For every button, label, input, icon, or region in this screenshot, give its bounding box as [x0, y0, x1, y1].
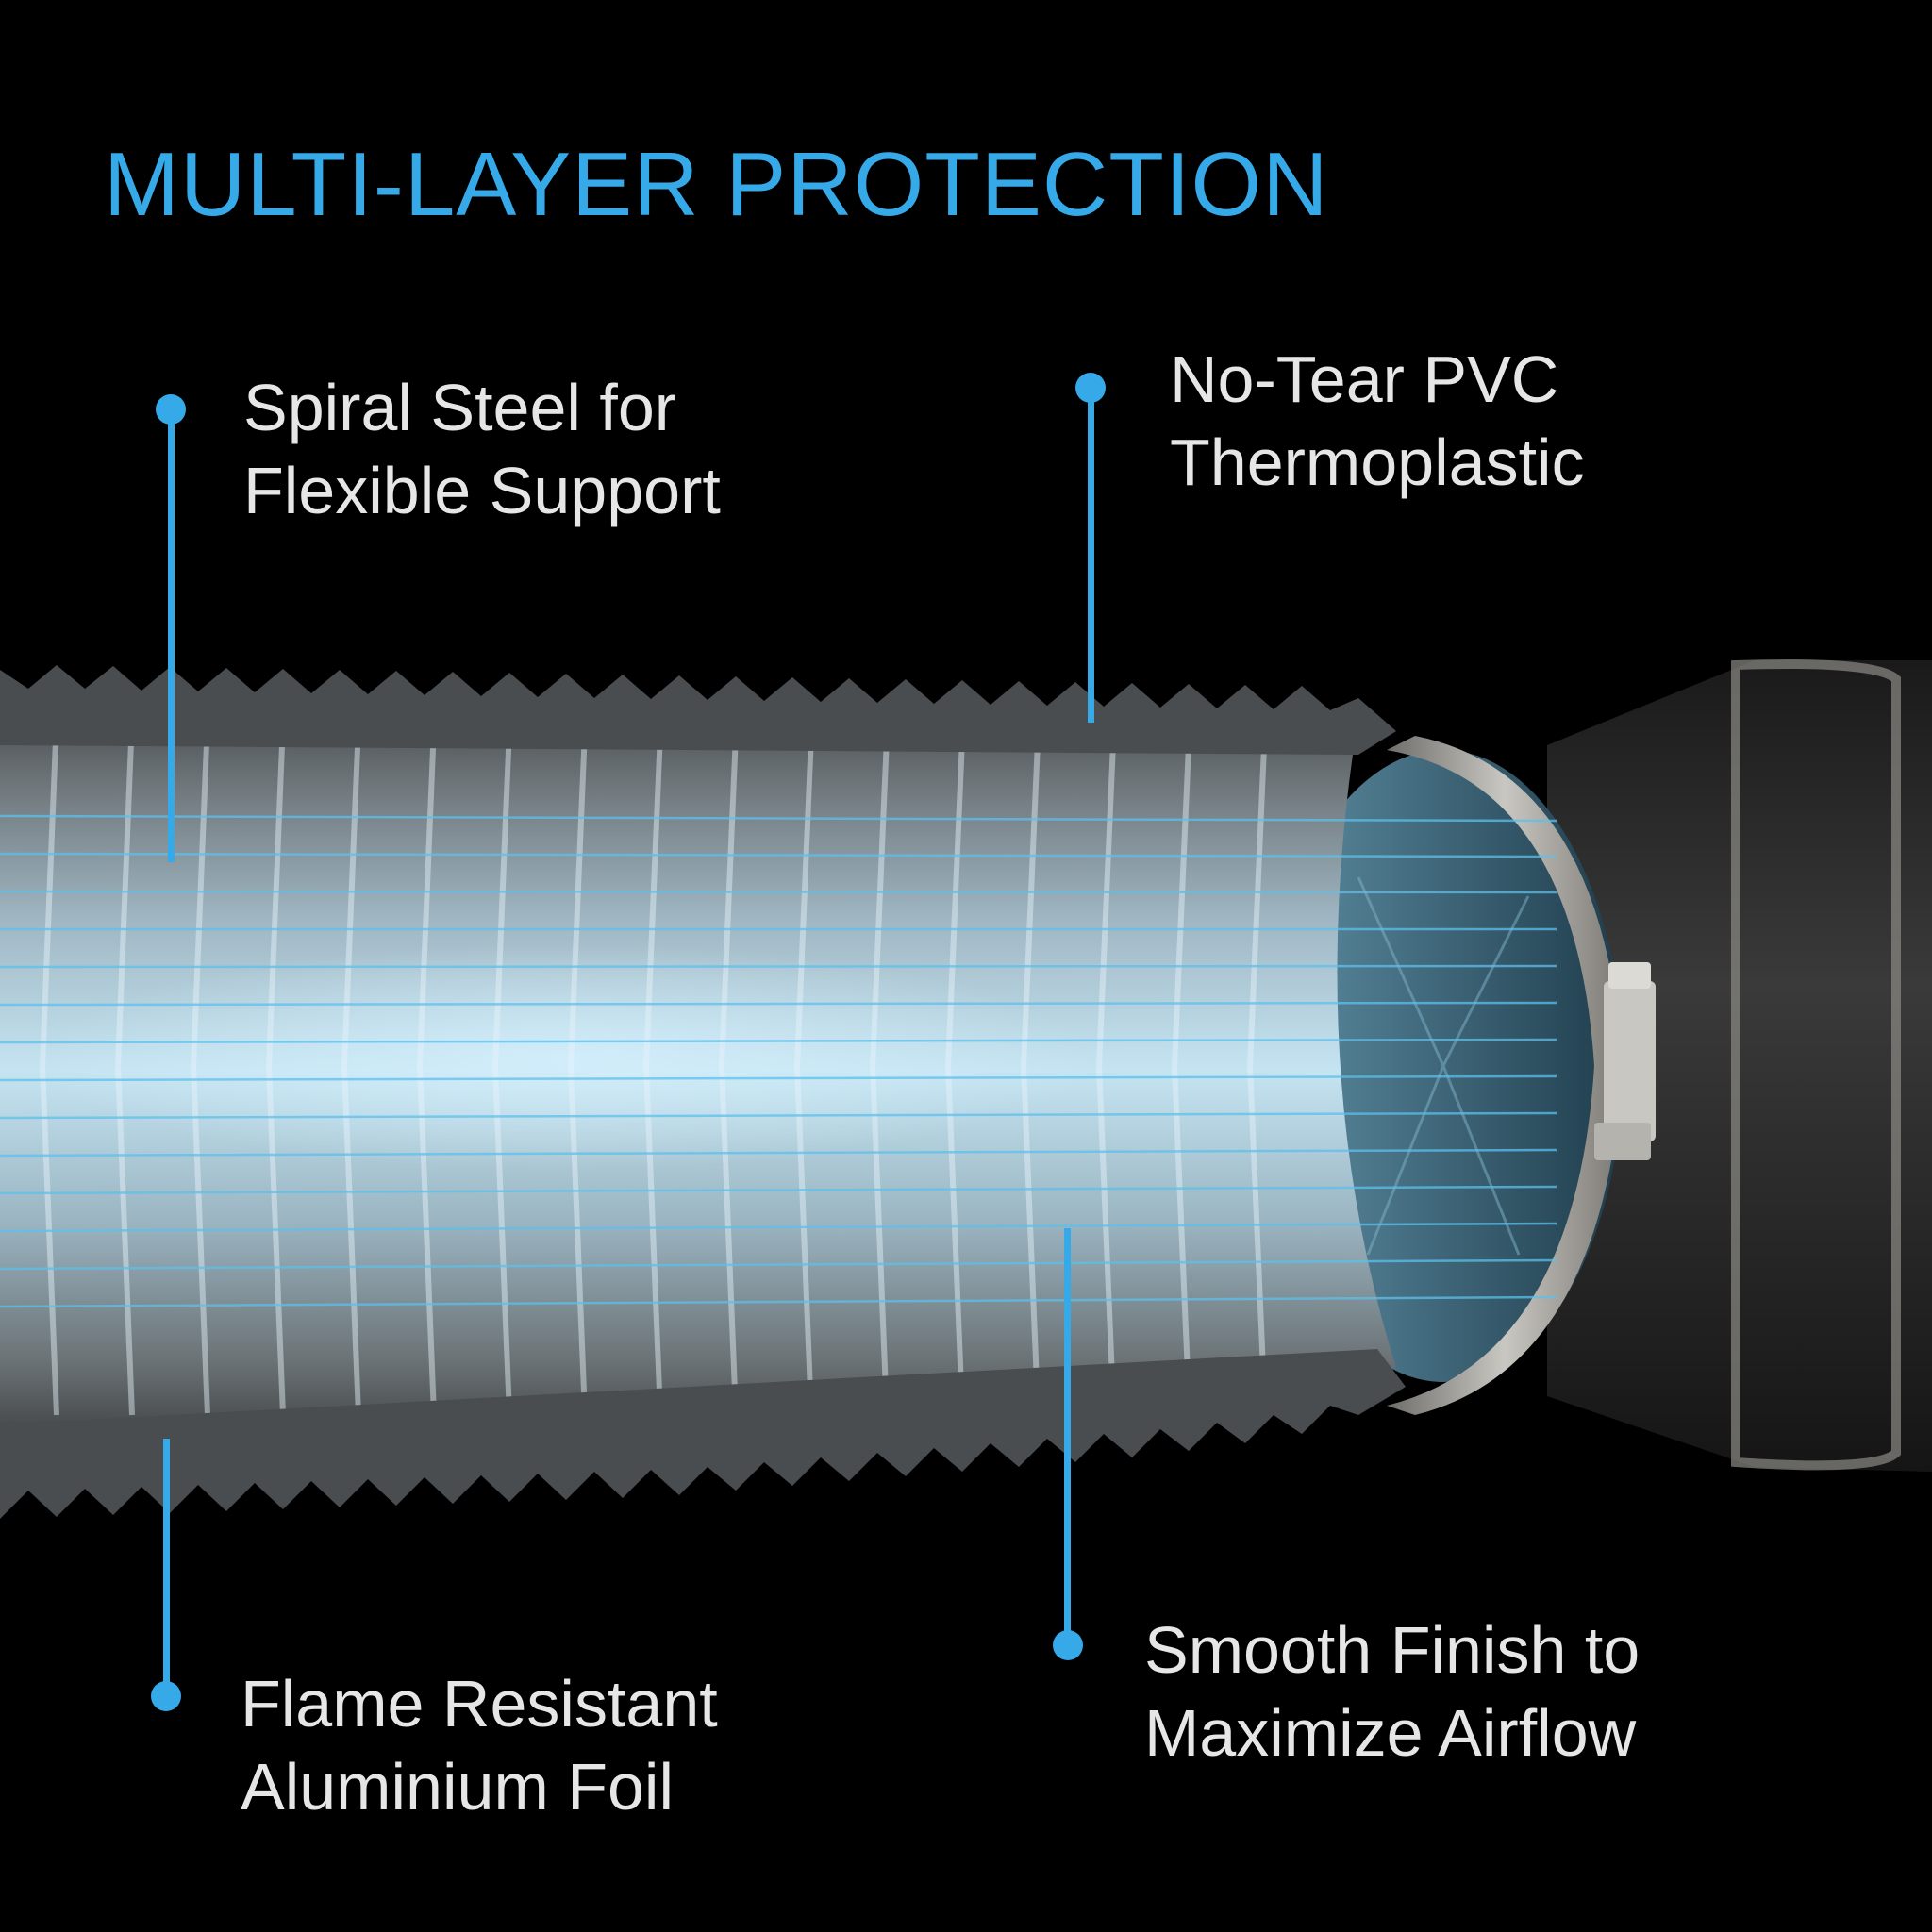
- callout-label: Smooth Finish to Maximize Airflow: [1144, 1613, 1641, 1770]
- callout-leader-line: [163, 1439, 170, 1689]
- callout-label: Spiral Steel for Flexible Support: [243, 371, 721, 527]
- callout-leader-line: [1064, 1228, 1071, 1643]
- page-title: MULTI-LAYER PROTECTION: [104, 134, 1329, 235]
- callout-label: No-Tear PVC Thermoplastic: [1170, 342, 1585, 499]
- callout-label: Flame Resistant Aluminium Foil: [241, 1667, 718, 1824]
- callout-leader-line: [168, 409, 175, 862]
- callout-leader-line: [1088, 388, 1094, 723]
